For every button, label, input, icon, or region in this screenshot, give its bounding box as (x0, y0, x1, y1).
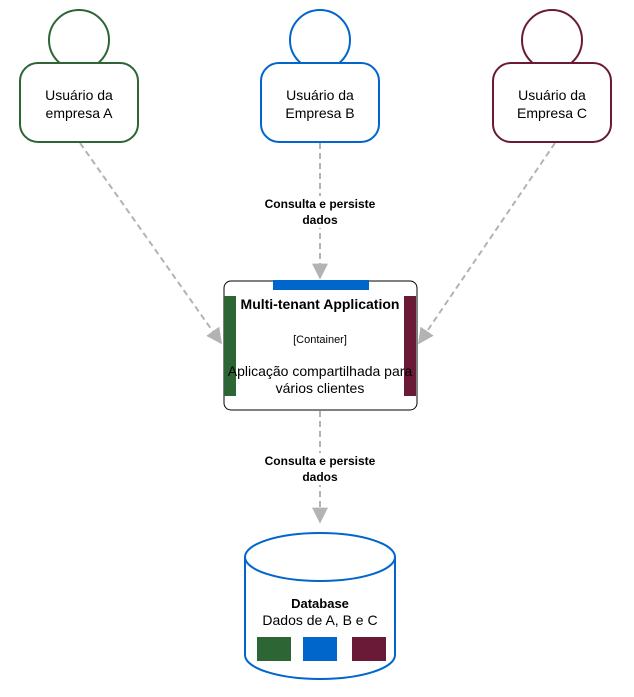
edge-label-app-to-db: Consulta e persiste dados (250, 453, 390, 485)
app-description: Aplicação compartilhada para vários clie… (227, 363, 413, 396)
database-description: Dados de A, B e C (262, 612, 378, 628)
person-a-label: Usuário da empresa A (45, 87, 113, 121)
app-top-stripe-b (273, 280, 369, 290)
edge-c-to-app (418, 142, 556, 345)
person-c-body (492, 62, 612, 143)
database-top (244, 532, 396, 582)
app-title: Multi-tenant Application (240, 296, 400, 312)
edge-a-to-app (79, 142, 222, 345)
app-left-stripe-a (224, 296, 236, 396)
person-a-head (48, 9, 110, 71)
app-technology: [Container] (293, 334, 347, 346)
person-b-body (260, 62, 380, 143)
db-swatch-c (352, 637, 386, 661)
db-swatch-a (257, 637, 291, 661)
person-b-head (289, 9, 351, 71)
person-c-label: Usuário da Empresa C (516, 87, 588, 121)
app-right-stripe-c (404, 296, 416, 396)
edge-label-users-to-app: Consulta e persiste dados (250, 196, 390, 228)
person-b-label: Usuário da Empresa B (285, 87, 355, 121)
person-a-body (19, 62, 139, 143)
database-title: Database (291, 596, 349, 611)
person-company-a[interactable] (19, 9, 139, 143)
person-c-head (521, 9, 583, 71)
person-company-b[interactable] (260, 9, 380, 143)
person-company-c[interactable] (492, 9, 612, 143)
app-container[interactable] (223, 280, 418, 411)
db-swatch-b (303, 637, 337, 661)
